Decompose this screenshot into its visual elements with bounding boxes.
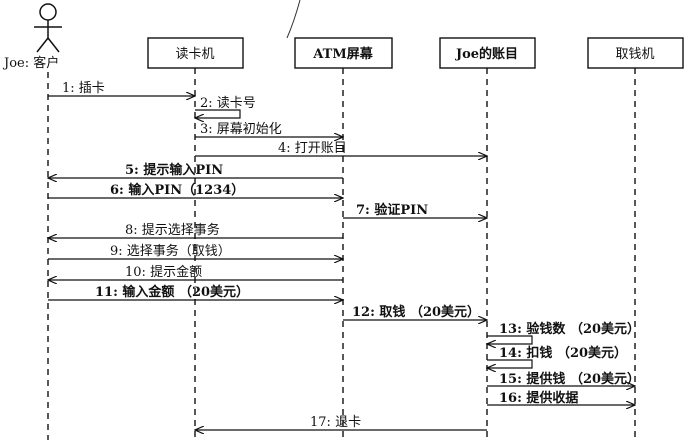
participant-label: 取钱机 <box>615 47 654 62</box>
message-17-label: 17: 退卡 <box>310 415 361 430</box>
message-16-label: 16: 提供收据 <box>499 390 578 406</box>
participant-label: Joe的账目 <box>455 46 518 62</box>
actor-label: Joe: 客户 <box>2 55 59 71</box>
message-15-label: 15: 提供钱 （20美元） <box>499 371 640 387</box>
participant-card-reader: 读卡机 <box>147 37 244 69</box>
message-13-label: 13: 验钱数 （20美元） <box>499 321 640 337</box>
message-4-label: 4: 打开账目 <box>278 141 347 156</box>
participant-atm-screen: ATM屏幕 <box>294 37 393 69</box>
participant-label: 读卡机 <box>175 47 214 62</box>
message-13-arrow <box>487 335 533 344</box>
message-7-label: 7: 验证PIN <box>356 202 428 218</box>
message-6-label: 6: 输入PIN（1234） <box>110 182 244 198</box>
message-2-arrow <box>195 109 241 118</box>
stray-annotation-line <box>286 0 301 39</box>
message-14-arrow <box>487 359 533 368</box>
participant-dispenser: 取钱机 <box>587 37 684 69</box>
message-10-label: 10: 提示金额 <box>125 264 202 280</box>
message-3-label: 3: 屏幕初始化 <box>200 122 282 137</box>
message-14-label: 14: 扣钱 （20美元） <box>499 345 627 361</box>
actor-figure-icon <box>34 3 62 53</box>
participant-label: ATM屏幕 <box>312 46 373 62</box>
message-11-label: 11: 输入金额 （20美元） <box>95 284 249 300</box>
message-8-label: 8: 提示选择事务 <box>125 222 220 238</box>
message-5-label: 5: 提示输入PIN <box>125 162 223 178</box>
message-12-label: 12: 取钱 （20美元） <box>352 304 480 320</box>
message-2-label: 2: 读卡号 <box>200 96 256 111</box>
message-1-label: 1: 插卡 <box>62 81 105 96</box>
participant-account: Joe的账目 <box>439 37 536 69</box>
message-9-label: 9: 选择事务（取钱） <box>110 243 231 259</box>
